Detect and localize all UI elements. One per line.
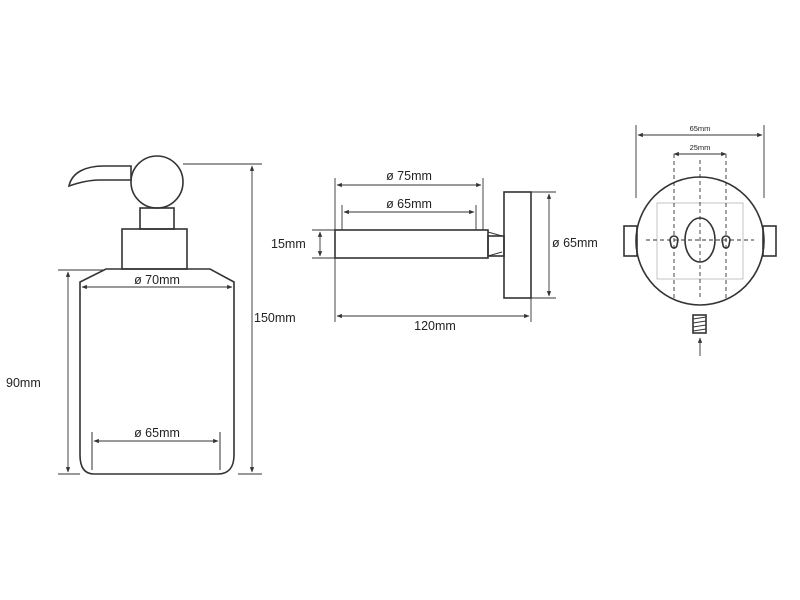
label-rose-diameter: ø 65mm — [552, 236, 598, 250]
rose-left-tab — [623, 225, 638, 257]
holder-side-view: ø 75mm ø 65mm 15mm ø 65mm 120mm — [271, 169, 598, 333]
label-projection: 120mm — [414, 319, 456, 333]
dispenser-collar — [121, 228, 188, 270]
label-glass-base-diameter: ø 65mm — [134, 426, 180, 440]
label-rod-height: 15mm — [271, 237, 306, 251]
set-screw-thread-2 — [692, 320, 707, 324]
label-glass-top-diameter: ø 70mm — [134, 273, 180, 287]
label-glass-height: 90mm — [6, 376, 41, 390]
soap-dispenser-drawing: ø 70mm ø 65mm 150mm 90mm — [6, 155, 296, 475]
center-oval-hole — [684, 217, 716, 263]
label-total-height: 150mm — [254, 311, 296, 325]
label-outer-diameter: ø 75mm — [386, 169, 432, 183]
holder-rod-cap — [487, 235, 505, 257]
right-keyhole-slot — [721, 235, 731, 249]
rose-right-tab — [762, 225, 777, 257]
left-keyhole-slot — [669, 235, 679, 249]
set-screw-thread-3 — [692, 324, 707, 328]
set-screw-thread-1 — [692, 316, 707, 320]
dispenser-neck — [139, 207, 175, 230]
set-screw — [692, 314, 707, 334]
dispenser-glass-base — [91, 432, 221, 470]
label-rose-width: 65mm — [690, 124, 711, 133]
set-screw-thread-4 — [692, 328, 707, 332]
dispenser-pump-head — [130, 155, 184, 209]
dispenser-spout — [67, 165, 132, 188]
rose-front-view: 65mm 25mm — [623, 124, 777, 356]
label-hole-spacing: 25mm — [690, 143, 711, 152]
dispenser-glass-body — [79, 268, 235, 475]
holder-rose-plate — [503, 191, 532, 299]
holder-rod — [334, 229, 489, 259]
label-inner-diameter: ø 65mm — [386, 197, 432, 211]
